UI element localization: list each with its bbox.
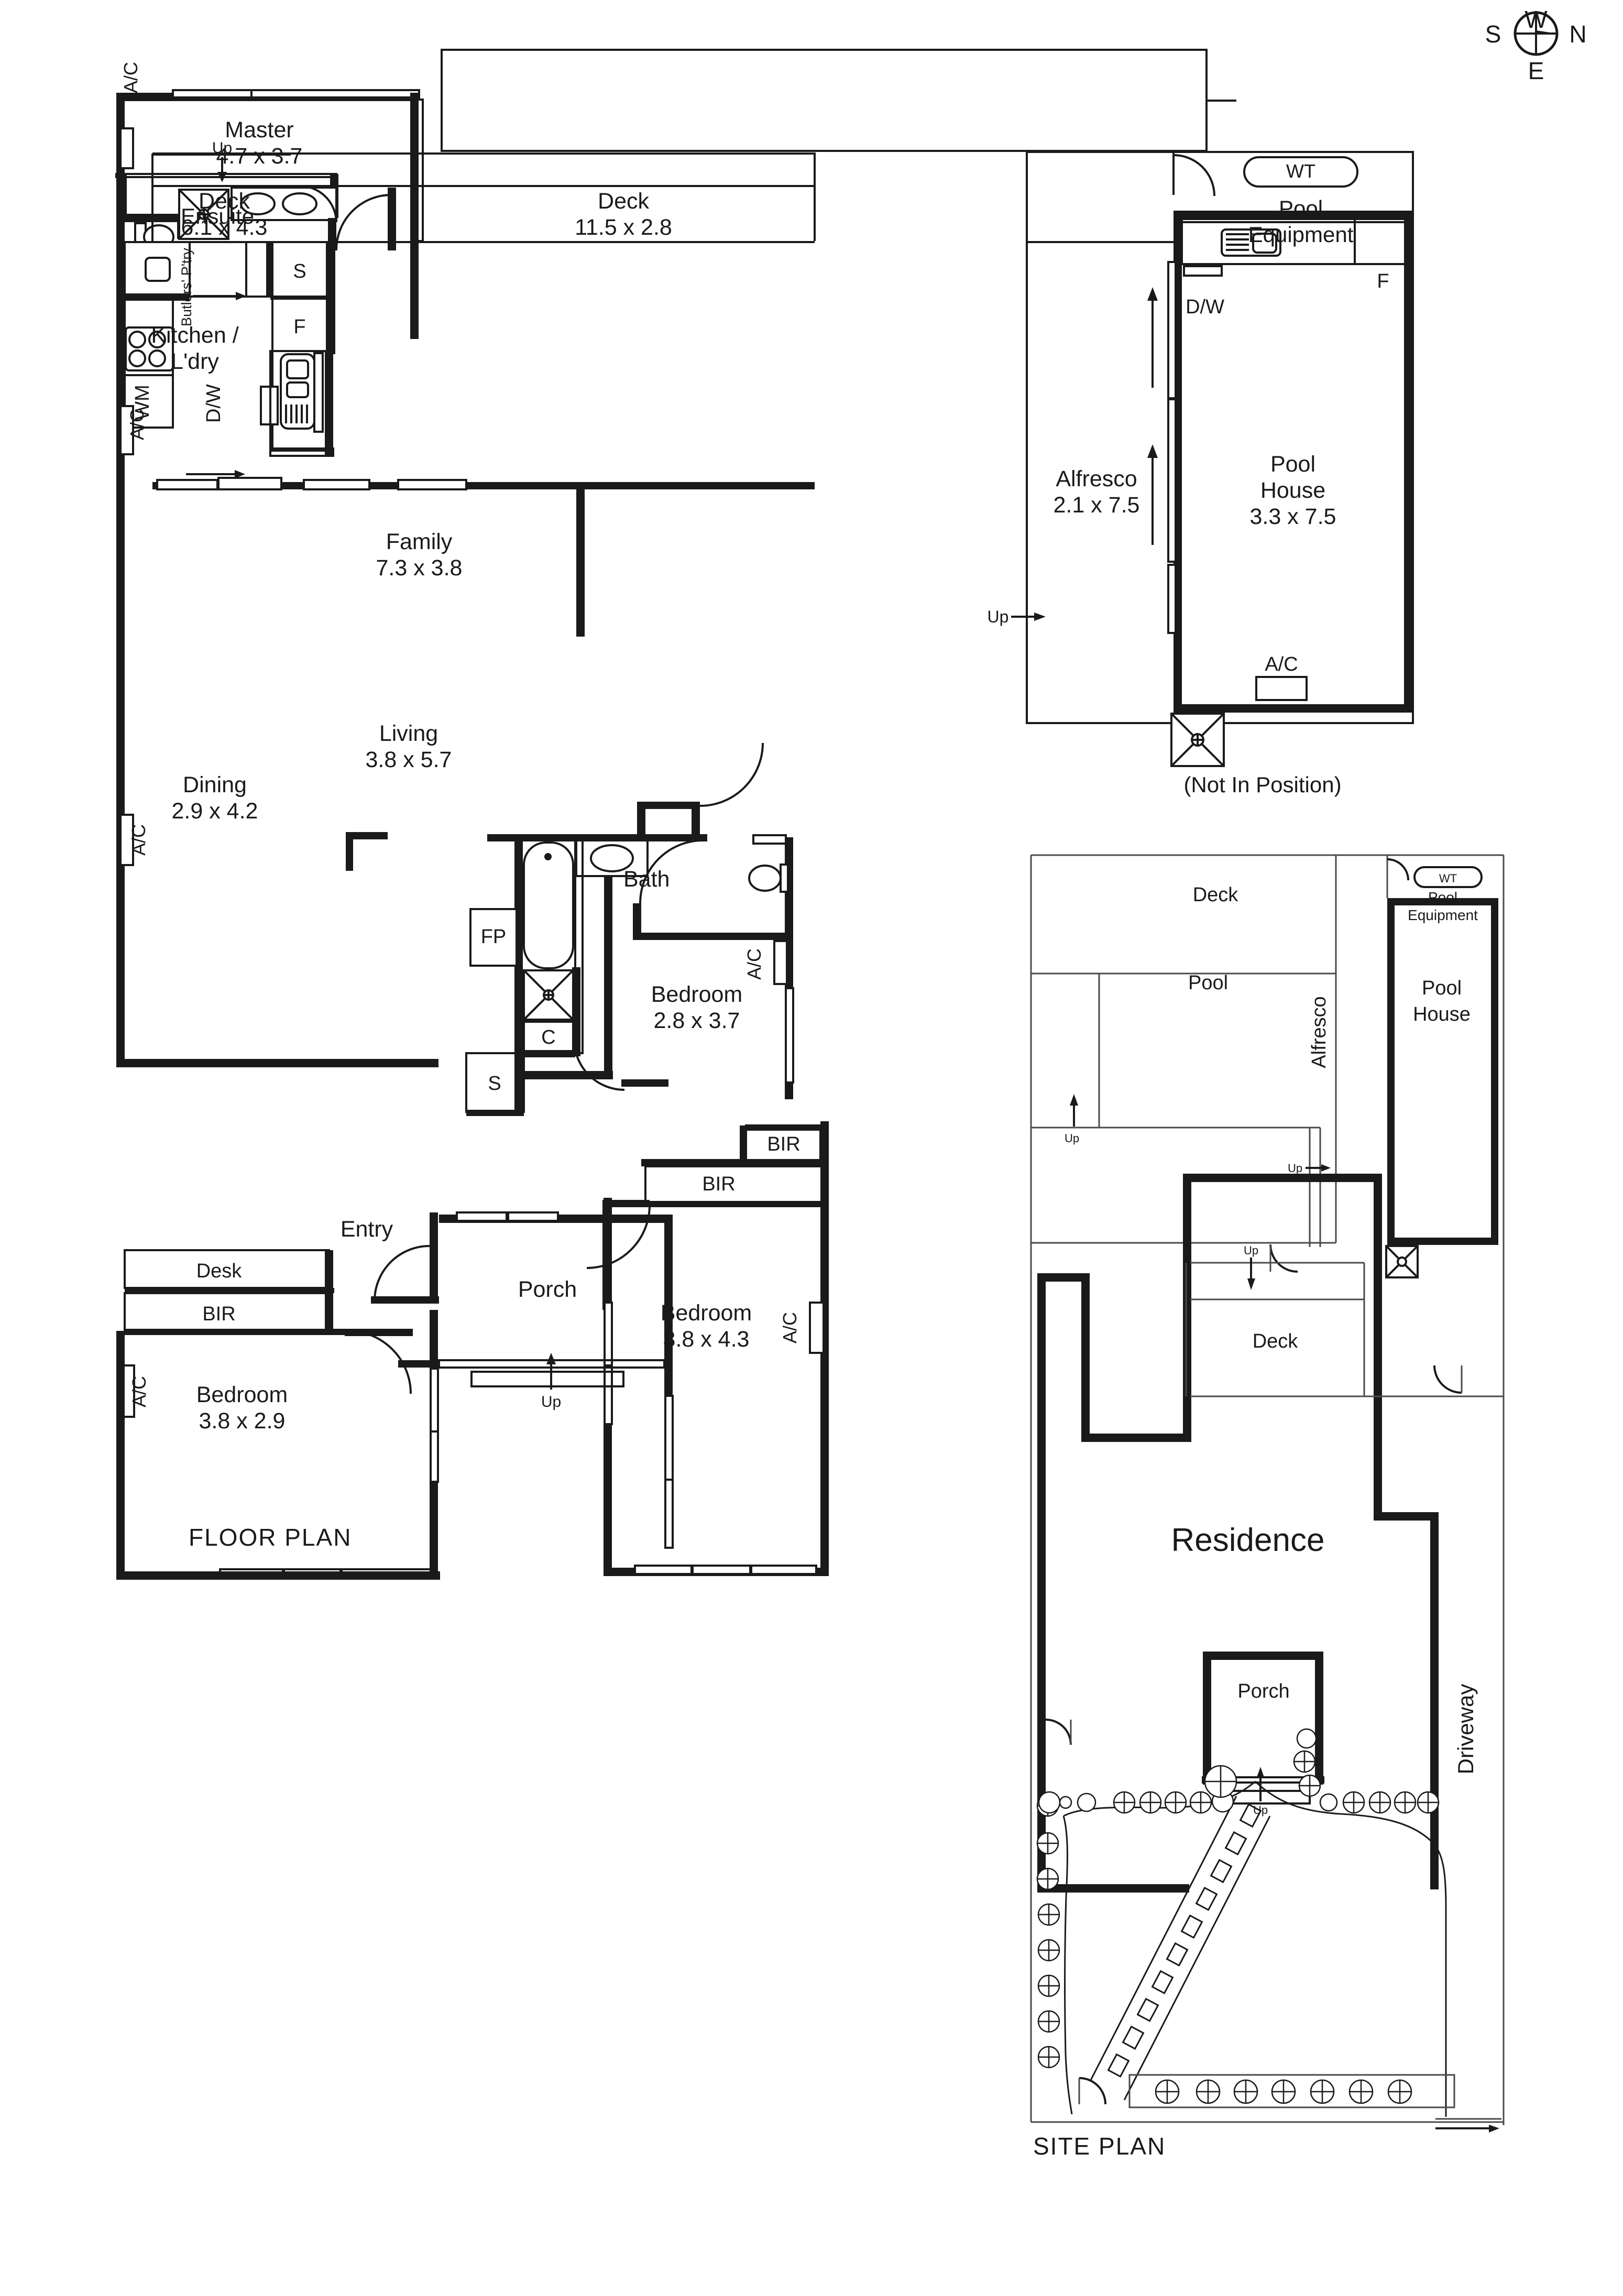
room-dims-bedroom3: 3.8 x 4.3	[663, 1327, 750, 1352]
dining-ac-unit	[119, 405, 134, 455]
bedroom4-fixtures	[116, 1249, 440, 1580]
ac-label-master: A/C	[120, 62, 141, 93]
room-dims-deck-mid: 6.1 x 4.3	[181, 215, 268, 240]
up-label-porch: Up	[541, 1393, 561, 1411]
compass-label-n: N	[1569, 20, 1587, 48]
bir-label-upper: BIR	[767, 1133, 800, 1155]
room-label-deck-mid: Deck	[199, 189, 250, 214]
room-dims-dining: 2.9 x 4.2	[172, 799, 258, 824]
room-label-deck-large: Deck	[598, 189, 649, 214]
room-dims-family: 7.3 x 3.8	[376, 555, 463, 581]
poolhouse-block	[1011, 151, 1414, 767]
desk-label: Desk	[196, 1260, 243, 1282]
pantry-f-label: F	[293, 316, 305, 338]
butlers-pantry-label: Butlers' P'try	[179, 248, 194, 326]
up-label-alfresco: Up	[988, 607, 1009, 626]
room-label-bedroom4: Bedroom	[196, 1382, 288, 1407]
pool-equipment-label-line2: Equipment	[1248, 222, 1354, 247]
bedroom2-walls	[633, 742, 794, 1099]
ac-label-poolhouse: A/C	[1265, 653, 1298, 675]
room-label-master: Master	[225, 117, 293, 143]
room-label-poolhouse-line2: House	[1260, 478, 1325, 503]
site-pool-label-main: Pool	[1188, 972, 1228, 994]
room-label-bedroom3: Bedroom	[661, 1300, 752, 1326]
ac-label-bedroom2: A/C	[743, 948, 765, 980]
deck-large-outline	[441, 49, 1236, 152]
site-driveway-label: Driveway	[1453, 1684, 1478, 1775]
site-pool-equipment-l1: Pool	[1428, 889, 1457, 905]
compass-label-w: W	[1525, 6, 1548, 33]
dw-label-poolhouse: D/W	[1186, 296, 1224, 318]
master-ac-unit	[119, 127, 134, 169]
room-label-living: Living	[379, 721, 438, 746]
room-label-ensuite: Ensuite	[181, 204, 254, 228]
f-label-poolhouse: F	[1377, 270, 1389, 292]
bir-label-lower: BIR	[702, 1173, 735, 1195]
room-label-kitchen-line1: Kitchen /	[151, 323, 238, 348]
room-label-poolhouse-line1: Pool	[1270, 452, 1315, 477]
room-dims-deck-large: 11.5 x 2.8	[575, 215, 672, 240]
pantry-s-label: S	[293, 260, 306, 282]
s-living-label: S	[488, 1073, 501, 1095]
room-dims-bedroom4: 3.8 x 2.9	[199, 1408, 286, 1434]
site-pool-equipment-l2: Equipment	[1408, 907, 1478, 923]
room-label-porch: Porch	[518, 1277, 577, 1302]
site-poolhouse-l2: House	[1413, 1003, 1471, 1025]
site-poolhouse-l1: Pool	[1422, 977, 1462, 999]
room-label-family: Family	[386, 529, 453, 554]
kitchen-laundry-fixtures	[124, 241, 335, 457]
up-label-deck: Up	[212, 139, 232, 157]
bir-strips-bedroom3	[641, 1121, 829, 1210]
site-residence-label: Residence	[1171, 1522, 1325, 1558]
site-up-pool: Up	[1065, 1132, 1079, 1145]
site-plan-group	[1030, 854, 1505, 2133]
room-label-bath: Bath	[623, 867, 670, 892]
dining-ac-unit-2	[119, 814, 134, 866]
paver-path	[1078, 1796, 1271, 2105]
ac-label-dining: A/C	[126, 409, 148, 440]
room-dims-bedroom2: 2.8 x 3.7	[654, 1008, 740, 1033]
pool-equipment-label-line1: Pool	[1279, 196, 1323, 221]
compass-rose	[1514, 11, 1559, 56]
ac-label-dining-2: A/C	[128, 824, 149, 856]
not-in-position-label: (Not In Position)	[1183, 772, 1341, 797]
entry-porch-walls	[371, 1211, 674, 1549]
room-label-alfresco: Alfresco	[1056, 466, 1137, 491]
wm-label: WM	[131, 385, 153, 420]
shrub-cluster	[1036, 1728, 1440, 2104]
site-alfresco-label: Alfresco	[1308, 996, 1330, 1068]
c-closet-label: C	[541, 1026, 555, 1048]
up-arrow-deck	[217, 157, 227, 182]
room-label-dining: Dining	[183, 772, 247, 797]
room-dims-living: 3.8 x 5.7	[366, 747, 452, 772]
site-deck-mid-label: Deck	[1253, 1330, 1299, 1352]
site-up-alfresco: Up	[1288, 1162, 1302, 1175]
dw-label-kitchen: D/W	[203, 384, 225, 423]
site-deck-top-label: Deck	[1193, 884, 1239, 906]
bedroom3-walls	[586, 1198, 829, 1576]
room-label-bedroom2: Bedroom	[651, 982, 742, 1007]
room-label-entry: Entry	[341, 1217, 393, 1242]
room-dims-alfresco: 2.1 x 7.5	[1054, 493, 1140, 518]
wt-label-floorplan: WT	[1286, 160, 1315, 182]
site-up-deck: Up	[1244, 1244, 1258, 1257]
family-deck-doors	[152, 470, 815, 490]
bir-label-bedroom4: BIR	[202, 1303, 235, 1325]
site-up-porch: Up	[1253, 1803, 1268, 1817]
room-label-kitchen-line2: L'dry	[171, 349, 219, 374]
ac-label-bedroom4: A/C	[128, 1376, 150, 1407]
ac-label-bedroom3: A/C	[779, 1312, 800, 1343]
site-wt-label: WT	[1439, 872, 1457, 885]
site-plan-title: SITE PLAN	[1033, 2133, 1166, 2160]
floor-plan-title: FLOOR PLAN	[189, 1524, 352, 1551]
site-porch-label: Porch	[1237, 1680, 1289, 1702]
room-dims-master: 4.7 x 3.7	[216, 144, 303, 169]
room-dims-poolhouse: 3.3 x 7.5	[1250, 504, 1336, 529]
fp-label: FP	[481, 926, 507, 948]
compass-label-e: E	[1528, 57, 1544, 84]
living-bath-core	[346, 832, 707, 1116]
compass-label-s: S	[1485, 20, 1501, 48]
